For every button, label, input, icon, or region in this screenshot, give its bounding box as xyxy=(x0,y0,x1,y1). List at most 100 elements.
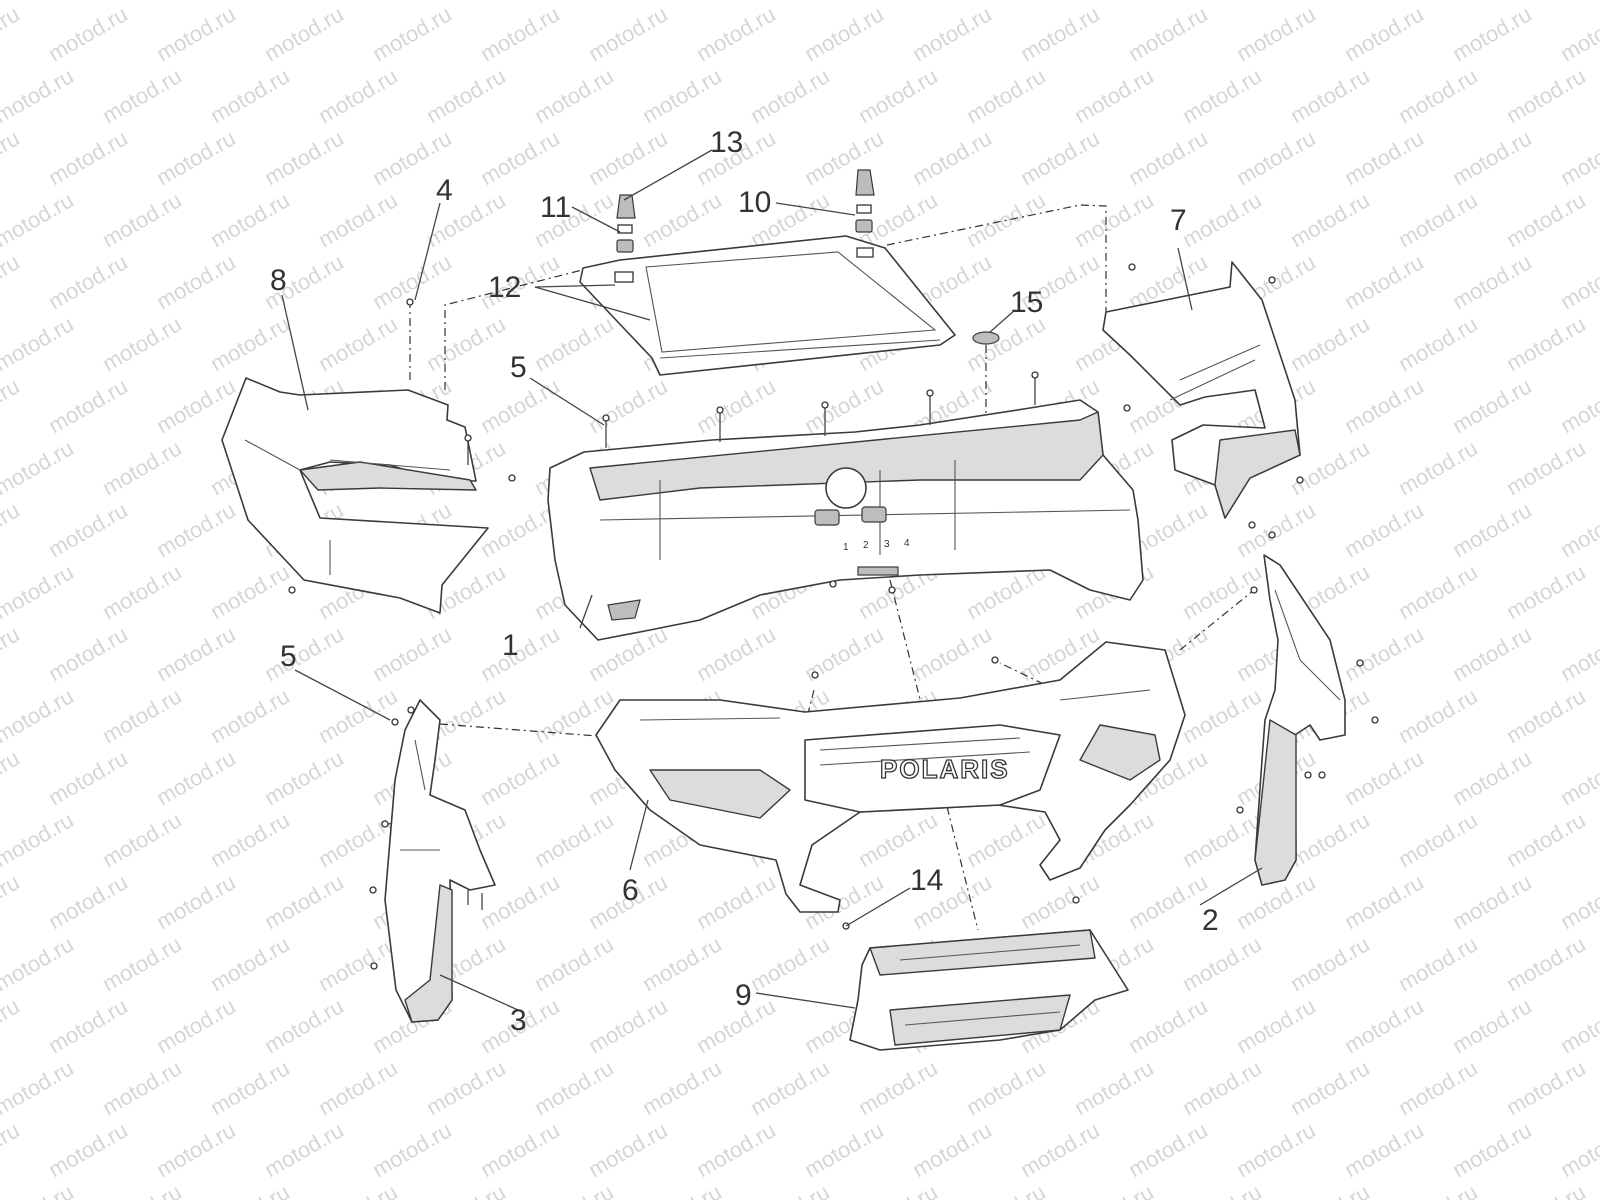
watermark-text: motod.ru xyxy=(1178,187,1266,252)
watermark-text: motod.ru xyxy=(1286,931,1374,996)
watermark-text: motod.ru xyxy=(962,0,1050,4)
watermark-text: motod.ru xyxy=(1394,187,1482,252)
watermark-text: motod.ru xyxy=(476,745,564,810)
watermark-text: motod.ru xyxy=(1556,745,1600,810)
watermark-text: motod.ru xyxy=(1556,869,1600,934)
watermark-text: motod.ru xyxy=(0,187,78,252)
watermark-text: motod.ru xyxy=(1286,63,1374,128)
watermark-text: motod.ru xyxy=(98,187,186,252)
watermark-text: motod.ru xyxy=(1502,435,1590,500)
watermark-text: motod.ru xyxy=(260,621,348,686)
watermark-text: motod.ru xyxy=(0,63,78,128)
rubber-plug xyxy=(972,331,1000,345)
watermark-text: motod.ru xyxy=(692,869,780,934)
watermark-text: motod.ru xyxy=(1232,125,1320,190)
watermark-text: motod.ru xyxy=(1178,1179,1266,1200)
connector-number: 3 xyxy=(884,539,890,550)
watermark-text: motod.ru xyxy=(1556,125,1600,190)
callout-10: 10 xyxy=(738,186,771,219)
front-frame-body: 1 2 3 4 xyxy=(547,399,1144,641)
watermark-text: motod.ru xyxy=(1340,497,1428,562)
watermark-text: motod.ru xyxy=(854,63,942,128)
watermark-text: motod.ru xyxy=(908,621,996,686)
watermark-text: motod.ru xyxy=(1448,1,1536,66)
watermark-text: motod.ru xyxy=(1232,497,1320,562)
watermark-text: motod.ru xyxy=(584,373,672,438)
watermark-text: motod.ru xyxy=(746,1055,834,1120)
lower-grille xyxy=(849,929,1129,1051)
callout-3: 3 xyxy=(510,1004,527,1037)
watermark-text: motod.ru xyxy=(1016,1,1104,66)
watermark-text: motod.ru xyxy=(422,1179,510,1200)
watermark-text: motod.ru xyxy=(1340,1,1428,66)
watermark-text: motod.ru xyxy=(1286,1179,1374,1200)
connector-number: 2 xyxy=(863,540,869,551)
watermark-text: motod.ru xyxy=(44,1117,132,1182)
watermark-text: motod.ru xyxy=(692,1117,780,1182)
watermark-text: motod.ru xyxy=(638,63,726,128)
watermark-text: motod.ru xyxy=(44,1,132,66)
callout-4: 4 xyxy=(436,174,453,207)
callout-labels: 1 2 3 4 5 5 6 7 8 9 10 11 12 13 14 15 xyxy=(270,126,1219,1037)
watermark-text: motod.ru xyxy=(44,373,132,438)
watermark-text: motod.ru xyxy=(962,1055,1050,1120)
watermark-text: motod.ru xyxy=(152,993,240,1058)
watermark-text: motod.ru xyxy=(98,559,186,624)
watermark-text: motod.ru xyxy=(1340,373,1428,438)
watermark-text: motod.ru xyxy=(44,621,132,686)
watermark-text: motod.ru xyxy=(692,373,780,438)
watermark-text: motod.ru xyxy=(1394,0,1482,4)
watermark-text: motod.ru xyxy=(314,1055,402,1120)
watermark-text: motod.ru xyxy=(1286,311,1374,376)
left-fender-flare xyxy=(384,699,496,1023)
watermark-text: motod.ru xyxy=(1448,1117,1536,1182)
watermark-text: motod.ru xyxy=(638,0,726,4)
watermark-text: motod.ru xyxy=(1340,621,1428,686)
connector-number: 4 xyxy=(904,538,910,549)
watermark-text: motod.ru xyxy=(1394,559,1482,624)
watermark-text: motod.ru xyxy=(206,0,294,4)
watermark-text: motod.ru xyxy=(206,1055,294,1120)
right-fender-flare xyxy=(1254,554,1346,886)
watermark-text: motod.ru xyxy=(0,559,78,624)
watermark-text: motod.ru xyxy=(1448,993,1536,1058)
watermark-text: motod.ru xyxy=(1178,931,1266,996)
watermark-text: motod.ru xyxy=(422,0,510,4)
callout-1: 1 xyxy=(502,629,519,662)
watermark-text: motod.ru xyxy=(1502,1179,1590,1200)
watermark-text: motod.ru xyxy=(422,311,510,376)
watermark-text: motod.ru xyxy=(1070,187,1158,252)
watermark-text: motod.ru xyxy=(746,931,834,996)
watermark-text: motod.ru xyxy=(206,1179,294,1200)
watermark-text: motod.ru xyxy=(368,1,456,66)
watermark-text: motod.ru xyxy=(962,63,1050,128)
watermark-text: motod.ru xyxy=(746,63,834,128)
watermark-text: motod.ru xyxy=(692,1,780,66)
left-side-panel xyxy=(221,377,489,614)
watermark-text: motod.ru xyxy=(638,1055,726,1120)
watermark-text: motod.ru xyxy=(854,1055,942,1120)
watermark-text: motod.ru xyxy=(1556,1,1600,66)
watermark-text: motod.ru xyxy=(530,63,618,128)
polaris-logo: POLARIS xyxy=(880,754,1010,784)
watermark-text: motod.ru xyxy=(1448,621,1536,686)
watermark-text: motod.ru xyxy=(0,621,24,686)
watermark-text: motod.ru xyxy=(530,311,618,376)
connector-number: 1 xyxy=(843,542,849,553)
watermark-text: motod.ru xyxy=(98,0,186,4)
watermark-text: motod.ru xyxy=(1556,497,1600,562)
watermark-text: motod.ru xyxy=(638,1179,726,1200)
callout-5-bottom: 5 xyxy=(280,640,297,673)
watermark-text: motod.ru xyxy=(1286,1055,1374,1120)
watermark-text: motod.ru xyxy=(0,931,78,996)
watermark-text: motod.ru xyxy=(962,1179,1050,1200)
watermark-text: motod.ru xyxy=(0,1179,78,1200)
watermark-text: motod.ru xyxy=(1502,931,1590,996)
watermark-text: motod.ru xyxy=(476,1,564,66)
watermark-text: motod.ru xyxy=(0,435,78,500)
watermark-text: motod.ru xyxy=(98,435,186,500)
watermark-text: motod.ru xyxy=(1556,373,1600,438)
watermark-text: motod.ru xyxy=(260,993,348,1058)
